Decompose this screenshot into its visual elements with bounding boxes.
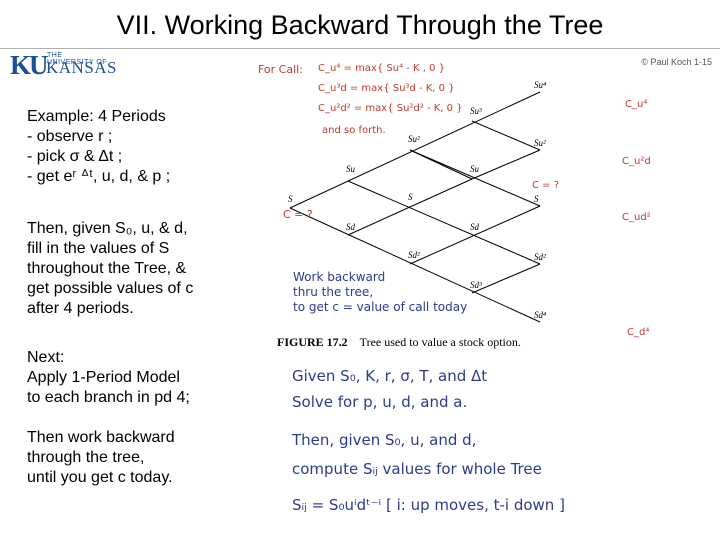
tree-node: Sd² [534,252,546,262]
formula-line: C_u²d² = max{ Su²d² - K, 0 } [318,103,463,114]
c-d4-note: C_d⁴ [627,327,650,338]
bullet-get: - get eʳ ᐞᵗ, u, d, & p ; [27,168,171,185]
then-line: fill in the values of S [27,240,170,257]
work-line: until you get c today. [27,469,173,486]
c-today-note: C = ? [283,208,313,221]
tree-node: Su [470,164,480,174]
tree-node: S [408,192,413,202]
solve-line: Solve for p, u, d, and a. [292,393,468,411]
slide-title: VII. Working Backward Through the Tree [116,10,604,40]
tree-node: Su⁴ [534,80,546,90]
then-line: Then, given S₀, u, & d, [27,220,188,237]
example-line: Example: 4 Periods [27,108,166,125]
work-backward-note: Work backward thru the tree, to get c = … [293,270,467,315]
tree-node: Sd³ [470,280,482,290]
formula-line: C_u³d = max{ Su³d - K, 0 } [318,83,455,94]
next-line: Apply 1-Period Model [27,369,180,386]
sij-formula-line: Sᵢⱼ = S₀uⁱdᵗ⁻ⁱ [ i: up moves, t-i down ] [292,496,565,514]
work-line: Then work backward [27,429,175,446]
note-line: Work backward [293,270,386,284]
title-divider [0,48,720,49]
tree-node: Su³ [470,106,482,116]
logo-initials: KU [10,50,48,80]
then-line: throughout the Tree, & [27,260,187,277]
tree-node: Sd⁴ [534,310,546,320]
figure-caption-text: Tree used to value a stock option. [359,335,521,349]
tree-node: Sd [346,222,356,232]
tree-node: Su² [534,138,546,148]
tree-node: S [534,194,539,204]
work-block: Then work backward through the tree, unt… [27,428,175,488]
given-line: Given S₀, K, r, σ, T, and Δt [292,367,488,385]
formula-line: and so forth. [322,125,386,136]
bullet-observe: - observe r ; [27,128,113,145]
copyright-text: © Paul Koch 1-15 [641,57,712,67]
formula-line: C_u⁴ = max{ Su⁴ - K , 0 } [318,63,446,74]
next-line: Next: [27,349,65,366]
c-node-note: C = ? [532,180,560,191]
work-line: through the tree, [27,449,145,466]
tree-node: Sd [470,222,480,232]
then-line: after 4 periods. [27,300,134,317]
figure-caption: FIGURE 17.2 Tree used to value a stock op… [277,335,521,350]
compute-line: compute Sᵢⱼ values for whole Tree [292,460,542,478]
figure-label: FIGURE 17.2 [277,335,348,349]
university-logo: KU THE UNIVERSITY OF KANSAS [10,50,117,80]
logo-main-text: KANSAS [46,58,118,77]
next-block: Next: Apply 1-Period Model to each branc… [27,348,190,408]
then-given-line: Then, given S₀, u, and d, [292,431,477,449]
note-line: to get c = value of call today [293,300,468,314]
then-block: Then, given S₀, u, & d, fill in the valu… [27,219,193,319]
note-line: thru the tree, [293,285,374,299]
c-ud2-note: C_ud² [622,212,651,223]
c-u2d-note: C_u²d [622,156,651,167]
tree-node: S [288,194,293,204]
c-u4-note: C_u⁴ [625,99,648,110]
logo-top-text: THE UNIVERSITY OF [47,52,108,66]
then-line: get possible values of c [27,280,194,297]
example-block: Example: 4 Periods - observe r ; - pick … [27,107,170,187]
for-call-label: For Call: [258,63,303,76]
tree-node: Su [346,164,356,174]
bullet-pick: - pick σ & Δt ; [27,148,123,165]
tree-node: Su² [408,134,420,144]
binomial-tree: S Su Sd Su² S Sd² Su³ Su Sd Sd³ Su⁴ Su² … [288,80,546,323]
tree-node: Sd² [408,250,420,260]
next-line: to each branch in pd 4; [27,389,190,406]
